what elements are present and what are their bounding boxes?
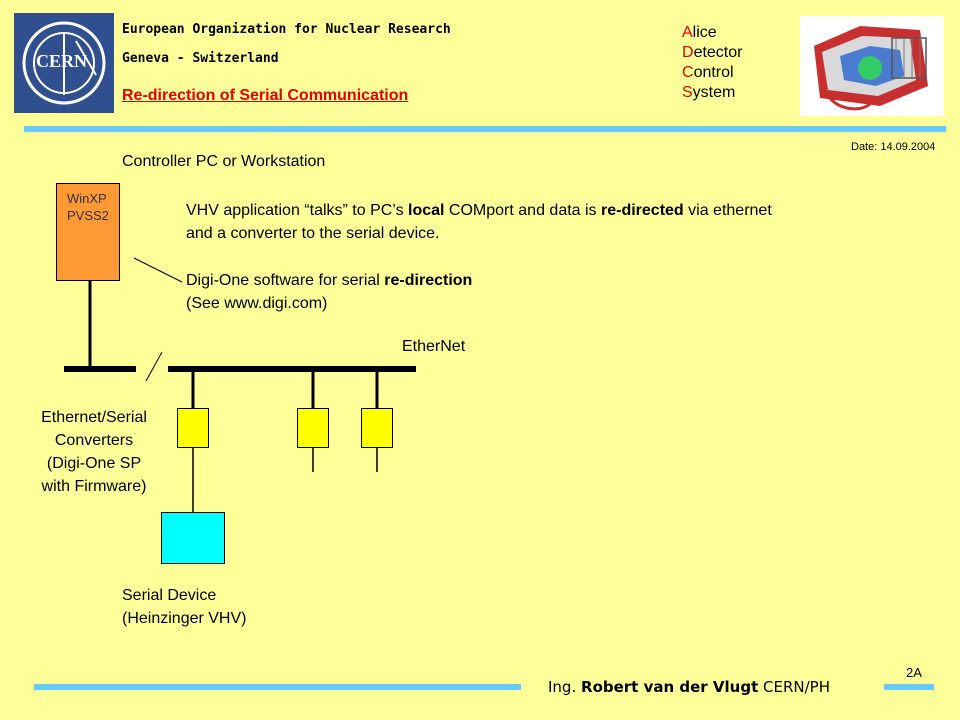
pc-box: WinXP PVSS2 (56, 183, 120, 281)
author-line: Ing. Robert van der Vlugt CERN/PH (548, 678, 831, 696)
callout-line (133, 257, 183, 283)
digi-software-note: Digi-One software for serial re-directio… (186, 272, 473, 312)
controller-label: Controller PC or Workstation (122, 153, 326, 170)
alice-line: Control (682, 64, 734, 81)
alice-line: Alice (682, 24, 717, 41)
alice-line: System (682, 84, 736, 101)
redirection-note: VHV application “talks” to PC’s local CO… (186, 202, 772, 242)
converters-label: Ethernet/Serial Converters (Digi-One SP … (41, 409, 147, 495)
org-name: European Organization for Nuclear Resear… (122, 22, 451, 37)
pc-os-label: WinXP (67, 191, 107, 206)
header-divider (24, 126, 946, 132)
serial-device-box (161, 512, 225, 564)
network-break-mark (145, 351, 163, 382)
serial-device-label: Serial Device (Heinzinger VHV) (122, 587, 247, 627)
ethernet-label: EtherNet (402, 338, 466, 355)
alice-line: Detector (682, 44, 743, 61)
pc-software-label: PVSS2 (67, 208, 109, 223)
cern-logo: CERN (14, 13, 114, 113)
converter-box (361, 408, 393, 448)
page-title: Re-direction of Serial Communication (122, 87, 409, 104)
footer-divider (34, 684, 521, 690)
converter-box (297, 408, 329, 448)
page-number: 2A (906, 665, 922, 680)
date-label: Date: 14.09.2004 (851, 141, 936, 153)
logo-text: CERN (36, 51, 88, 71)
footer-divider-right (884, 684, 934, 690)
org-location: Geneva - Switzerland (122, 51, 279, 66)
detector-image (800, 16, 944, 116)
alice-dcs-label: Alice Detector Control System (682, 23, 742, 103)
converter-box (177, 408, 209, 448)
